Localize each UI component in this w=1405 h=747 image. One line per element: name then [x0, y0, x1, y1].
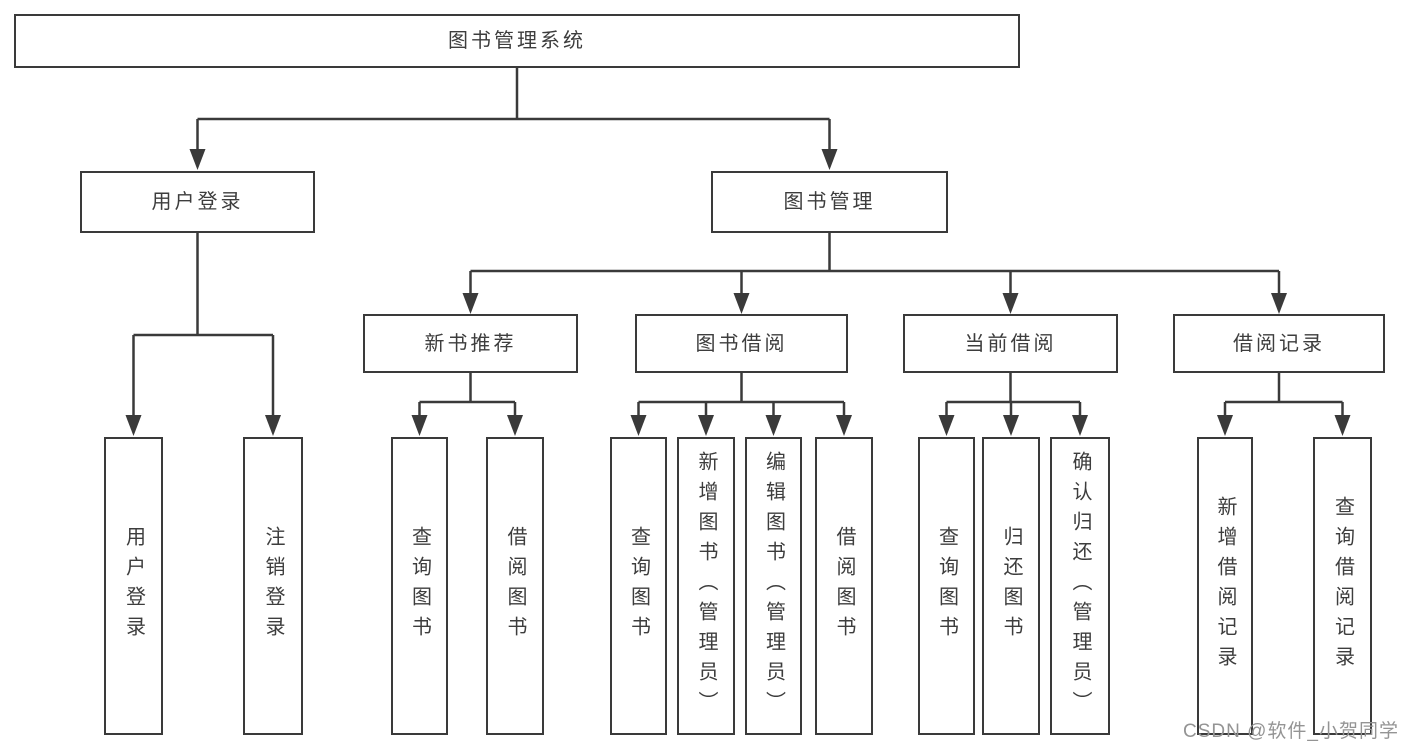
node-leaf-recommend-query-books-label: 查询图书	[408, 526, 431, 646]
node-leaf-borrow-borrow-books: 借阅图书	[815, 437, 873, 735]
node-leaf-current-return-books: 归还图书	[982, 437, 1040, 735]
node-book-borrow: 图书借阅	[635, 314, 848, 373]
node-leaf-recommend-borrow-books: 借阅图书	[486, 437, 544, 735]
node-leaf-borrow-query-books: 查询图书	[610, 437, 667, 735]
node-current-borrow: 当前借阅	[903, 314, 1118, 373]
node-leaf-logout-label: 注销登录	[262, 526, 284, 646]
node-current-borrow-label: 当前借阅	[964, 332, 1057, 355]
node-leaf-current-return-books-label: 归还图书	[1000, 526, 1022, 646]
node-book-management: 图书管理	[711, 171, 948, 233]
node-leaf-user-login: 用户登录	[104, 437, 163, 735]
node-leaf-borrow-edit-books: 编辑图书（管理员）	[745, 437, 802, 735]
node-borrow-records: 借阅记录	[1173, 314, 1385, 373]
node-new-book-recommend-label: 新书推荐	[424, 332, 517, 355]
node-leaf-borrow-borrow-books-label: 借阅图书	[833, 526, 855, 646]
node-leaf-records-add-record-label: 新增借阅记录	[1214, 496, 1236, 676]
node-leaf-borrow-add-books-label: 新增图书（管理员）	[695, 451, 717, 721]
node-leaf-logout: 注销登录	[243, 437, 303, 735]
node-leaf-records-query-record: 查询借阅记录	[1313, 437, 1372, 735]
node-leaf-current-confirm-return: 确认归还（管理员）	[1050, 437, 1110, 735]
node-root-label: 图书管理系统	[448, 30, 586, 52]
node-leaf-records-add-record: 新增借阅记录	[1197, 437, 1253, 735]
node-leaf-current-confirm-return-label: 确认归还（管理员）	[1069, 451, 1091, 721]
node-borrow-records-label: 借阅记录	[1233, 332, 1325, 355]
node-leaf-user-login-label: 用户登录	[122, 526, 145, 646]
node-new-book-recommend: 新书推荐	[363, 314, 578, 373]
node-leaf-recommend-query-books: 查询图书	[391, 437, 448, 735]
node-root: 图书管理系统	[14, 14, 1020, 68]
node-leaf-current-query-books: 查询图书	[918, 437, 975, 735]
node-book-borrow-label: 图书借阅	[695, 332, 788, 355]
node-leaf-current-query-books-label: 查询图书	[935, 526, 958, 646]
node-leaf-borrow-edit-books-label: 编辑图书（管理员）	[762, 451, 785, 721]
node-user-login: 用户登录	[80, 171, 315, 233]
node-leaf-borrow-add-books: 新增图书（管理员）	[677, 437, 735, 735]
node-user-login-label: 用户登录	[151, 191, 244, 213]
node-leaf-recommend-borrow-books-label: 借阅图书	[504, 526, 526, 646]
node-leaf-borrow-query-books-label: 查询图书	[627, 526, 650, 646]
node-book-management-label: 图书管理	[783, 191, 876, 213]
watermark: CSDN @软件_小贺同学	[1183, 721, 1399, 742]
node-leaf-records-query-record-label: 查询借阅记录	[1331, 496, 1354, 676]
